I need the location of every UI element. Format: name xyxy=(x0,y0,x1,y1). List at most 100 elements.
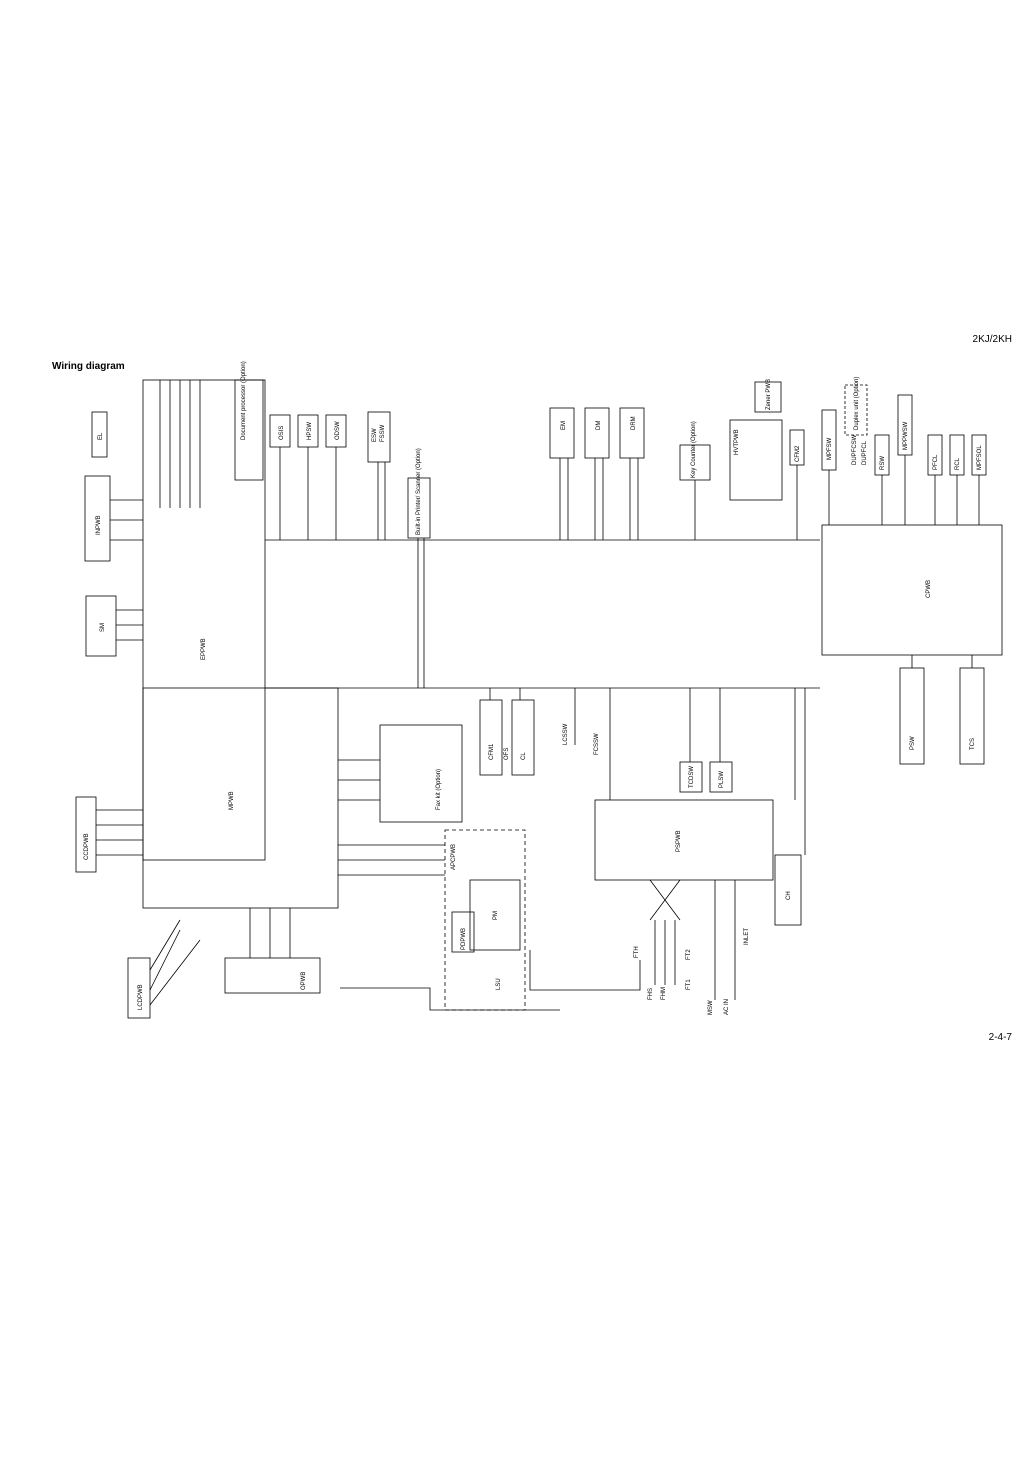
psw-label: PSW xyxy=(910,736,916,750)
apcpwb-label: APCPWB xyxy=(451,844,457,870)
cl-label: CL xyxy=(521,752,527,760)
section-title: Wiring diagram xyxy=(52,361,125,372)
el-label: EL xyxy=(98,432,104,440)
ft1-label: FT1 xyxy=(686,979,692,990)
msw-label: MSW xyxy=(708,1000,714,1015)
inlet-label: INLET xyxy=(744,928,750,945)
mppwsw-label: MPPWSW xyxy=(903,421,909,450)
plsw-box xyxy=(709,761,733,793)
dm-box xyxy=(584,407,610,459)
lcdpwb-label: LCDPWB xyxy=(138,984,144,1010)
tcdsw-box xyxy=(679,761,703,793)
faxopt-label: Fax kit (Option) xyxy=(436,769,442,810)
htpwb-label: HVTPWB xyxy=(734,429,740,455)
model-number: 2KJ/2KH xyxy=(972,334,1012,345)
fax-kit-harness xyxy=(338,759,380,801)
tcs-label: TCS xyxy=(970,738,976,750)
pdpwb-box xyxy=(451,911,475,953)
lsu-box xyxy=(444,829,526,1011)
ch-box xyxy=(774,854,802,926)
fth-line xyxy=(529,950,641,991)
cpwb-label: CPWB xyxy=(926,580,932,598)
mpfsw-label: MPFSW xyxy=(827,437,833,460)
fth-label: FTH xyxy=(634,946,640,958)
cfm1-box xyxy=(479,699,503,776)
esw-label: ESW xyxy=(372,428,378,442)
em-label: EM xyxy=(561,421,567,430)
plsw-label: PLSW xyxy=(719,771,725,788)
cfm1-label: CFM1 xyxy=(489,743,495,760)
pfcl-label: PFCL xyxy=(933,454,939,470)
opwb-box xyxy=(224,957,321,994)
mpfsol-label: MPFSOL xyxy=(977,445,983,470)
lcd-harness xyxy=(149,919,201,1006)
esw-harness xyxy=(377,462,386,540)
kc-cfm2-harness xyxy=(694,465,798,540)
eppwb-label: EPPWB xyxy=(201,638,207,660)
bottom-line xyxy=(340,987,560,1011)
kc-label: Key Counter (Option) xyxy=(691,421,697,478)
em-box xyxy=(549,407,575,459)
fax-box xyxy=(407,477,431,539)
ch-harness xyxy=(794,688,806,855)
dupfcl-label: DUPFCL xyxy=(862,440,868,465)
hpsw-label: HPSW xyxy=(307,422,313,440)
fcssw-label: FCSSW xyxy=(594,733,600,755)
cl-box xyxy=(511,699,535,776)
pspwb-label: PSPWB xyxy=(676,830,682,852)
rcl-label: RCL xyxy=(955,457,961,470)
fax-harness xyxy=(417,538,425,688)
psw-tcs-harness xyxy=(911,655,973,668)
cfm2-label: CFM2 xyxy=(795,445,801,462)
fhs-label: FHS xyxy=(648,988,654,1000)
duplex-box xyxy=(844,384,868,436)
dp-box xyxy=(234,379,264,481)
el-box xyxy=(91,411,108,458)
fcssw-harness xyxy=(574,688,611,800)
cpwb-box xyxy=(821,524,1003,656)
pm-label: PM xyxy=(493,911,499,920)
dp-harness xyxy=(159,380,201,508)
sensor-harness xyxy=(279,447,337,540)
osis-label: OSIS xyxy=(279,426,285,440)
inpwb-label: INPWB xyxy=(96,515,102,535)
ccdpwb-box xyxy=(75,796,97,873)
heater-lines xyxy=(654,920,676,985)
tcdsw-label: TCDSW xyxy=(689,766,695,788)
acin-label: AC IN xyxy=(724,999,730,1015)
dupfcsw-label: DUPFCSW xyxy=(852,434,858,465)
sm-label: SM xyxy=(100,623,106,632)
zener-box xyxy=(754,381,782,413)
sm-harness xyxy=(116,609,143,641)
ac-lines xyxy=(714,880,736,1000)
mpwb-label: MPWB xyxy=(229,791,235,810)
page-number: 2-4-7 xyxy=(988,1032,1012,1043)
pspwb-box xyxy=(594,799,774,881)
apc-harness xyxy=(338,844,445,876)
rsw-label: RSW xyxy=(880,456,886,470)
lsu-label: LSU xyxy=(496,978,502,990)
motor-harness xyxy=(559,458,639,540)
ft2-label: FT2 xyxy=(686,949,692,960)
ch-label: CH xyxy=(786,891,792,900)
dp-label: Document processor (Option) xyxy=(241,361,247,440)
ccdpwb-label: CCDPWB xyxy=(84,833,90,860)
eppwb-box xyxy=(142,379,266,861)
htpwb-box xyxy=(729,419,783,501)
fhm-label: FHM xyxy=(661,987,667,1000)
fax-kit-box xyxy=(379,724,463,823)
fssw-label: FSSW xyxy=(380,424,386,442)
cpwb-harness xyxy=(828,455,980,525)
odsw-label: ODSW xyxy=(335,421,341,440)
sm-box xyxy=(85,595,117,657)
opwb-label: OPWB xyxy=(301,972,307,990)
plsw-harness xyxy=(689,688,721,762)
heater-cross xyxy=(649,879,681,921)
lcdpwb-box xyxy=(127,957,151,1019)
fax-label: Built-in Printer/ Scanner (Option) xyxy=(416,448,422,535)
dm-label: DM xyxy=(596,421,602,430)
pdpwb-label: PDPWB xyxy=(461,928,467,950)
op-harness xyxy=(249,908,291,958)
esw-fssw-box xyxy=(367,411,391,463)
